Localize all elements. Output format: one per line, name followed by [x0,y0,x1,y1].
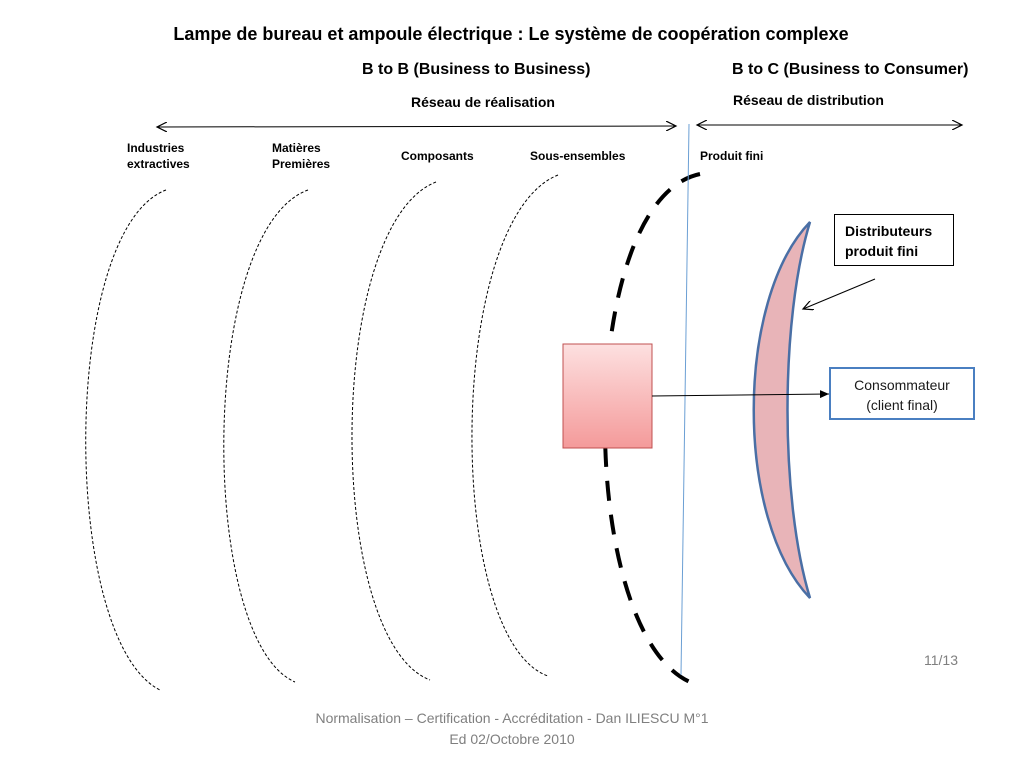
stage-arc-sous-ensembles [471,174,559,677]
slide-title: Lampe de bureau et ampoule électrique : … [173,24,849,44]
consumer-box: Consommateur (client final) [829,367,975,420]
product-to-consumer-arrow [651,390,830,399]
b2b-range-arrow [157,126,676,127]
footer-line-2: Ed 02/Octobre 2010 [449,731,575,747]
footer-line-1: Normalisation – Certification - Accrédit… [315,710,709,726]
stage-label-composants: Composants [401,149,474,163]
b2c-subheading: Réseau de distribution [733,92,884,108]
distributors-box: Distributeurs produit fini [834,214,954,266]
stage-arc-matieres [223,189,309,683]
finished-product-box [562,343,653,449]
b2c-heading: B to C (Business to Consumer) [732,61,969,78]
stage-arc-composants [351,181,437,681]
distribution-lens [752,221,812,599]
b2b-subheading: Réseau de réalisation [411,94,555,110]
b2b-heading: B to B (Business to Business) [362,61,591,78]
stage-arc-industries [85,189,167,691]
page-number: 11/13 [924,652,958,668]
distributor-pointer-arrow [803,278,876,309]
b2b-b2c-divider [680,123,690,676]
stage-label-produit-fini: Produit fini [700,149,764,163]
stage-label-sous-ensembles: Sous-ensembles [530,149,626,163]
